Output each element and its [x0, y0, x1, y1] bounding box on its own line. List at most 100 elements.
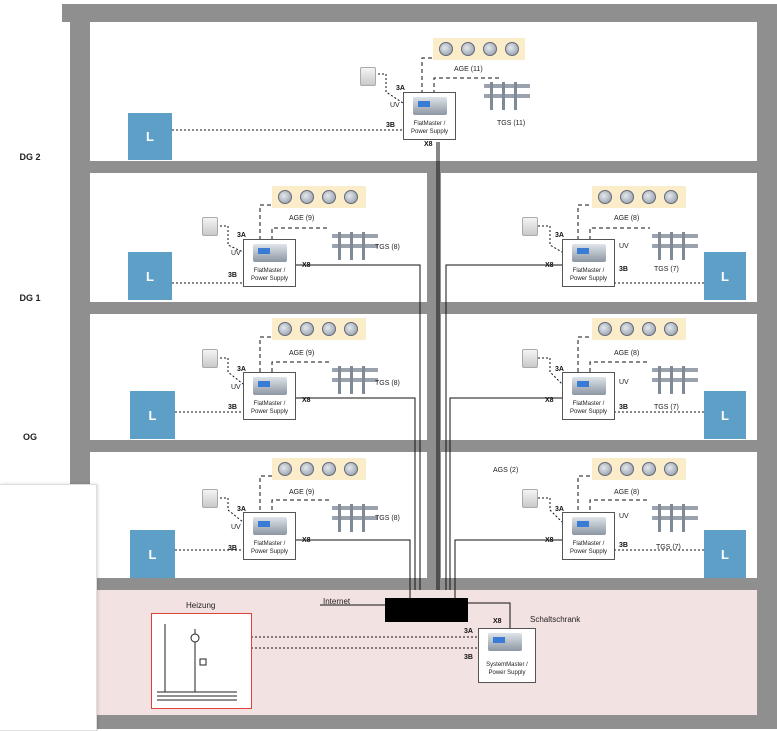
floor-slab-3 — [70, 440, 777, 452]
age-label-og-right: AGE (8) — [614, 350, 640, 357]
room-box-eg-left: L — [130, 530, 175, 578]
network-switch — [385, 598, 468, 622]
age-og-right — [592, 318, 686, 340]
floor-slab-4 — [90, 578, 777, 590]
uv-label-eg-right: UV — [619, 513, 629, 520]
room-sensor-icon — [202, 217, 218, 236]
room-sensor-icon — [522, 489, 538, 508]
flatmaster-line1: FlatMaster / — [572, 401, 605, 407]
age-label-eg-right: AGE (8) — [614, 489, 640, 496]
flatmaster-line1: FlatMaster / — [253, 401, 286, 407]
flatmaster-icon — [572, 244, 606, 262]
ags-label: AGS (2) — [493, 467, 519, 474]
port-3b-eg-left: 3B — [228, 545, 237, 552]
room-box-og-left: L — [130, 391, 175, 439]
room-sensor-icon — [360, 67, 376, 86]
uv-label-dg1-left: UV — [231, 250, 241, 257]
port-3b-og-right: 3B — [619, 404, 628, 411]
flatmaster-eg-right: FlatMaster /Power Supply — [562, 512, 615, 560]
systemmaster-port-3a: 3A — [464, 628, 473, 635]
uv-label-dg2: UV — [390, 102, 400, 109]
port-3b-dg1-left: 3B — [228, 272, 237, 279]
heating-schematic — [157, 624, 237, 701]
tgs-manifold-icon — [650, 228, 700, 262]
flatmaster-icon — [413, 97, 447, 115]
port-x8-og-left: X8 — [302, 397, 311, 404]
port-3b-eg-right: 3B — [619, 542, 628, 549]
room-sensor-icon — [522, 349, 538, 368]
systemmaster-line2: Power Supply — [488, 670, 526, 676]
age-dg1-right — [592, 186, 686, 208]
flatmaster-line1: FlatMaster / — [572, 268, 605, 274]
tgs-label-eg-left: TGS (8) — [375, 515, 400, 522]
flatmaster-line1: FlatMaster / — [253, 541, 286, 547]
systemmaster-icon — [488, 633, 522, 651]
room-sensor-icon — [202, 489, 218, 508]
tgs-label-dg1-right: TGS (7) — [654, 266, 679, 273]
port-3a-dg2: 3A — [396, 85, 405, 92]
tgs-label-og-left: TGS (8) — [375, 380, 400, 387]
age-label-eg-left: AGE (9) — [289, 489, 315, 496]
tgs-label-og-right: TGS (7) — [654, 404, 679, 411]
port-3a-dg1-right: 3A — [555, 232, 564, 239]
flatmaster-line1: FlatMaster / — [413, 121, 446, 127]
systemmaster-port-3b: 3B — [464, 654, 473, 661]
heating-label: Heizung — [186, 601, 216, 610]
port-3a-og-right: 3A — [555, 366, 564, 373]
room-box-dg1-right: L — [704, 252, 746, 300]
flatmaster-line2: Power Supply — [250, 409, 289, 415]
port-3b-og-left: 3B — [228, 404, 237, 411]
right-wall — [757, 4, 777, 729]
uv-label-eg-left: UV — [231, 524, 241, 531]
flatmaster-icon — [572, 377, 606, 395]
room-sensor-icon — [522, 217, 538, 236]
systemmaster-device: SystemMaster /Power Supply — [478, 628, 536, 683]
port-3a-eg-right: 3A — [555, 506, 564, 513]
room-box-dg2: L — [128, 113, 172, 160]
port-x8-og-right: X8 — [545, 397, 554, 404]
age-dg1-left — [272, 186, 366, 208]
port-3a-og-left: 3A — [237, 366, 246, 373]
age-label-dg2: AGE (11) — [454, 66, 483, 73]
uv-label-dg1-right: UV — [619, 243, 629, 250]
flatmaster-icon — [572, 517, 606, 535]
tgs-label-eg-right: TGS (7) — [656, 544, 681, 551]
floor-label-dg2: DG 2 — [19, 152, 41, 162]
room-box-eg-right: L — [704, 530, 746, 578]
tgs-manifold-icon — [330, 500, 380, 534]
tgs-manifold-icon — [650, 500, 700, 534]
port-x8-eg-left: X8 — [302, 537, 311, 544]
floor-label-og: OG — [22, 432, 37, 442]
flatmaster-line1: FlatMaster / — [572, 541, 605, 547]
floor-slab-1 — [70, 161, 777, 173]
uv-label-og-left: UV — [231, 384, 241, 391]
cabinet-label: Schaltschrank — [530, 615, 581, 624]
flatmaster-icon — [253, 517, 287, 535]
internet-label: Internet — [323, 597, 351, 606]
port-3b-dg2: 3B — [386, 122, 395, 129]
flatmaster-icon — [253, 377, 287, 395]
tgs-manifold-icon — [650, 362, 700, 396]
flatmaster-line2: Power Supply — [569, 409, 608, 415]
uv-label-og-right: UV — [619, 379, 629, 386]
flatmaster-og-left: FlatMaster / Power Supply — [243, 372, 296, 420]
flatmaster-dg2: FlatMaster / Power Supply — [403, 92, 456, 140]
ground-slab — [90, 715, 777, 729]
room-box-dg1-left: L — [128, 252, 172, 300]
room-sensor-icon — [202, 349, 218, 368]
left-wall — [70, 4, 90, 484]
flatmaster-line2: Power Supply — [250, 549, 289, 555]
age-label-og-left: AGE (9) — [289, 350, 315, 357]
port-x8-dg2: X8 — [424, 141, 433, 148]
flatmaster-dg1-left: FlatMaster /Power Supply — [243, 239, 296, 287]
flatmaster-dg1-right: FlatMaster / Power Supply — [562, 239, 615, 287]
age-og-left — [272, 318, 366, 340]
port-x8-dg1-right: X8 — [545, 262, 554, 269]
age-label-dg1-left: AGE (9) — [289, 215, 315, 222]
flatmaster-line2: Power Supply — [569, 276, 608, 282]
age-eg-left — [272, 458, 366, 480]
flatmaster-line2: Power Supply — [410, 129, 449, 135]
port-3a-eg-left: 3A — [237, 506, 246, 513]
flatmaster-eg-left: FlatMaster / Power Supply — [243, 512, 296, 560]
